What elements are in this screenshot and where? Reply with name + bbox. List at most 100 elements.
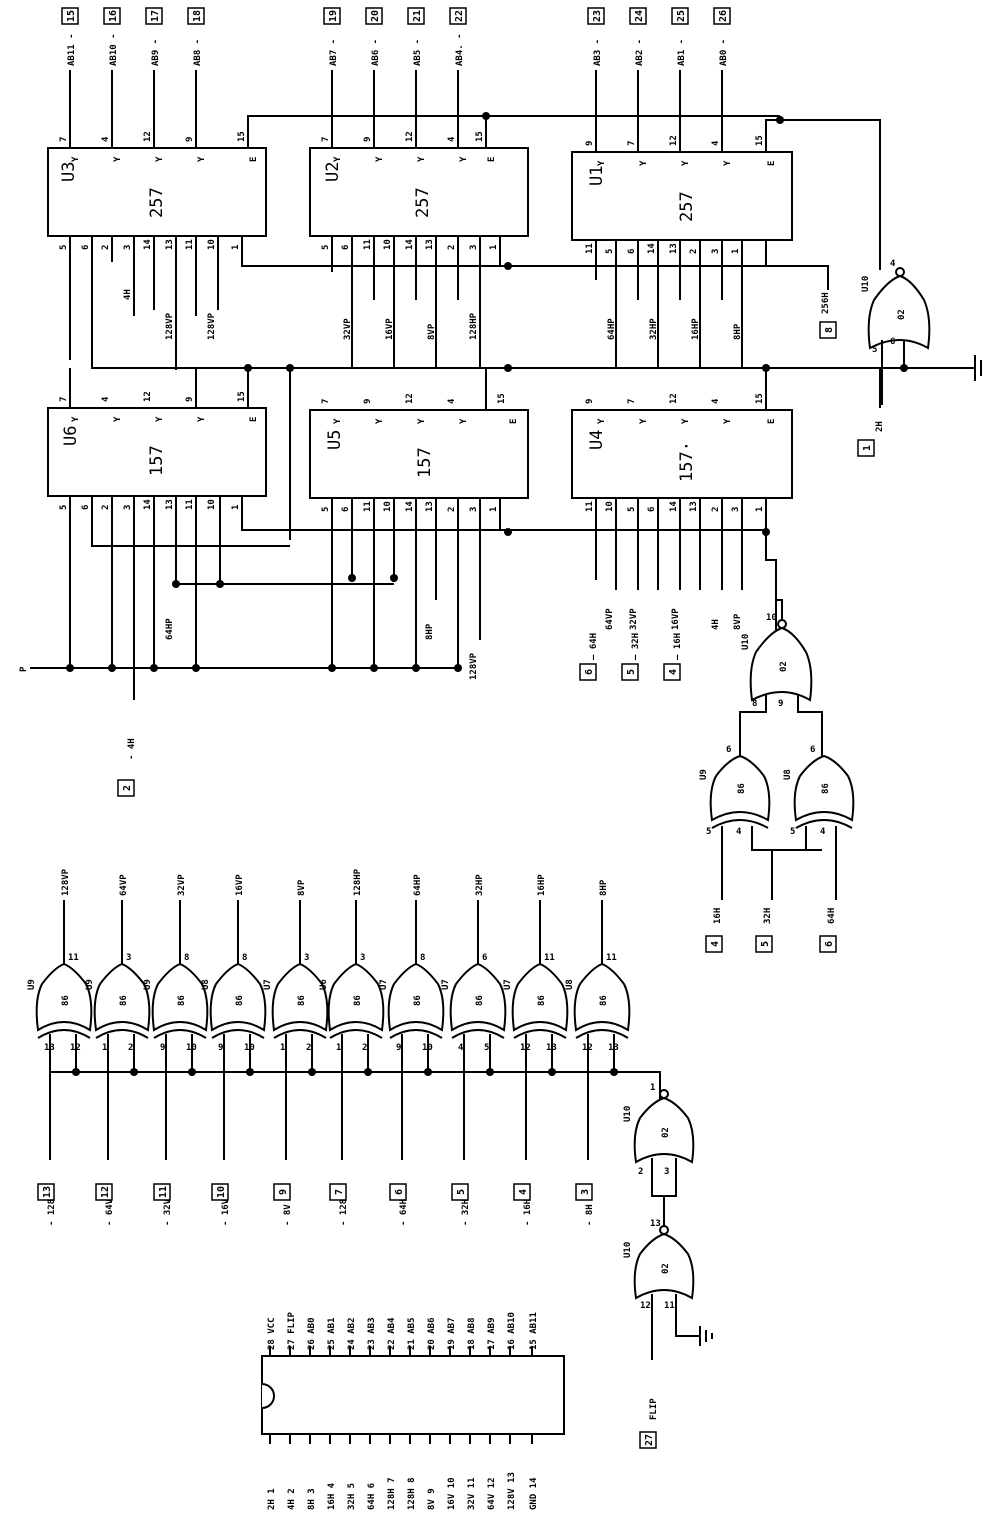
output-box bbox=[713, 7, 731, 25]
xor-gate-back bbox=[389, 1029, 443, 1039]
xor-input-label: - 16H bbox=[523, 1199, 533, 1226]
svg-text:11: 11 bbox=[664, 1301, 675, 1311]
xor-gate bbox=[573, 962, 631, 1032]
xor-output-label: 8HP bbox=[599, 879, 609, 896]
pin-y-letter: Y bbox=[639, 418, 649, 424]
signal-label: 16HP bbox=[691, 318, 701, 340]
pin-y: 4 bbox=[447, 398, 457, 404]
box-256h: 8 256H bbox=[819, 292, 837, 339]
pin-bottom: 11 bbox=[585, 501, 595, 512]
connector-pin-right: 19 AB7 bbox=[447, 1317, 457, 1350]
pin-y: 4 bbox=[101, 396, 111, 402]
signal-label: 64HP bbox=[165, 618, 175, 640]
chip-u1-type: 257 bbox=[677, 191, 697, 222]
xor-input-num: 3 bbox=[580, 1189, 591, 1195]
svg-text:02: 02 bbox=[779, 661, 789, 672]
pin-bottom: 10 bbox=[383, 239, 393, 250]
xor-out-pin: 8 bbox=[420, 953, 425, 963]
svg-text:6: 6 bbox=[726, 745, 731, 755]
xor-input-wire bbox=[107, 1034, 135, 1160]
output-num: 21 bbox=[412, 10, 423, 22]
svg-text:13: 13 bbox=[650, 1219, 661, 1229]
xor-input-wire bbox=[587, 1034, 615, 1160]
xor-input-label: 16H bbox=[713, 908, 723, 924]
pin-y-letter: Y bbox=[417, 156, 427, 162]
ground-symbol-top bbox=[974, 355, 986, 381]
svg-text:10: 10 bbox=[766, 613, 777, 623]
output-num: 19 bbox=[328, 10, 339, 22]
xor-out-pin: 3 bbox=[304, 953, 309, 963]
pin-bottom: 2 bbox=[689, 249, 699, 254]
output-num: 20 bbox=[370, 10, 381, 22]
pin-bottom: 5 bbox=[59, 245, 69, 250]
bus-wires bbox=[69, 236, 975, 540]
signal-label: 4H bbox=[123, 289, 133, 300]
xor-input-num: 5 bbox=[456, 1189, 467, 1195]
xor-input-num: 7 bbox=[334, 1189, 345, 1195]
pin-bottom: 14 bbox=[405, 501, 415, 512]
pin-bottom: 6 bbox=[341, 245, 351, 250]
pin-y: 9 bbox=[185, 137, 195, 142]
gate-u10-d: 02 U10 13 12 11 bbox=[623, 1196, 713, 1360]
xor-input-num: 4 bbox=[710, 941, 721, 947]
output-label: AB5 - bbox=[413, 39, 423, 66]
pin-bottom: 11 bbox=[585, 243, 595, 254]
output-label: AB11 - bbox=[67, 33, 77, 66]
connector-pin-left: 128V 13 bbox=[507, 1472, 517, 1510]
xor-input-wire bbox=[525, 1034, 553, 1160]
output-label: AB3 - bbox=[593, 39, 603, 66]
chip-u2: U2 257 bbox=[309, 147, 529, 237]
pin-y-letter: Y bbox=[333, 418, 343, 424]
pin-bottom: 11 bbox=[185, 239, 195, 250]
xor-unit: U9 bbox=[143, 979, 153, 990]
signal-label: 64HP bbox=[607, 318, 617, 340]
pin-e: 15 bbox=[475, 131, 485, 142]
pin-bottom: 13 bbox=[425, 239, 435, 250]
xor-unit: U6 bbox=[319, 979, 329, 990]
svg-text:U10: U10 bbox=[861, 276, 871, 292]
signal-label: 8HP bbox=[733, 323, 743, 340]
xor-unit: U7 bbox=[441, 979, 451, 990]
xor-input-box bbox=[95, 1183, 113, 1201]
xor-input-box bbox=[705, 935, 723, 953]
output-box bbox=[187, 7, 205, 25]
xor-input-box bbox=[273, 1183, 291, 1201]
connector-pin-left: 4H 2 bbox=[287, 1488, 297, 1510]
output-label: AB8 - bbox=[193, 39, 203, 66]
svg-text:6: 6 bbox=[810, 745, 815, 755]
connector-pin-right: 23 AB3 bbox=[367, 1317, 377, 1350]
pin-e: 15 bbox=[237, 131, 247, 142]
u4-input-box bbox=[663, 663, 681, 681]
signal-label: 16VP bbox=[671, 608, 681, 630]
gate-u10-c: 02 U10 1 2 3 bbox=[623, 1083, 695, 1197]
xor-input-num: 11 bbox=[158, 1186, 169, 1198]
xor-input-wire bbox=[285, 1034, 313, 1160]
svg-text:86: 86 bbox=[737, 783, 747, 794]
pin-bottom: 1 bbox=[489, 245, 499, 250]
output-box bbox=[365, 7, 383, 25]
xor-input-num: 9 bbox=[278, 1189, 289, 1195]
xor-in-pin: 12 bbox=[70, 1043, 81, 1053]
xor-in-pin: 10 bbox=[244, 1043, 255, 1053]
pin-e-letter: E bbox=[509, 419, 519, 424]
xor-gate-back bbox=[153, 1029, 207, 1039]
pin-bottom: 2 bbox=[711, 507, 721, 512]
xor-input-box bbox=[819, 935, 837, 953]
xor-type: 86 bbox=[599, 995, 609, 1006]
output-box bbox=[671, 7, 689, 25]
xor-input-label: - 32H bbox=[461, 1199, 471, 1226]
svg-text:5: 5 bbox=[872, 345, 877, 355]
xor-input-num: 6 bbox=[824, 941, 835, 947]
output-box bbox=[145, 7, 163, 25]
xor-input-label: - 128H bbox=[339, 1193, 349, 1226]
svg-text:FLIP: FLIP bbox=[649, 1398, 659, 1420]
xor-input-label: - 32V bbox=[163, 1198, 173, 1226]
chip-u4: U4 157· bbox=[571, 409, 793, 499]
label-256h: 256H bbox=[821, 292, 831, 314]
pin-bottom: 1 bbox=[231, 245, 241, 250]
xor-out-pin: 11 bbox=[68, 953, 79, 963]
pin-y-letter: Y bbox=[459, 156, 469, 162]
output-box bbox=[587, 7, 605, 25]
